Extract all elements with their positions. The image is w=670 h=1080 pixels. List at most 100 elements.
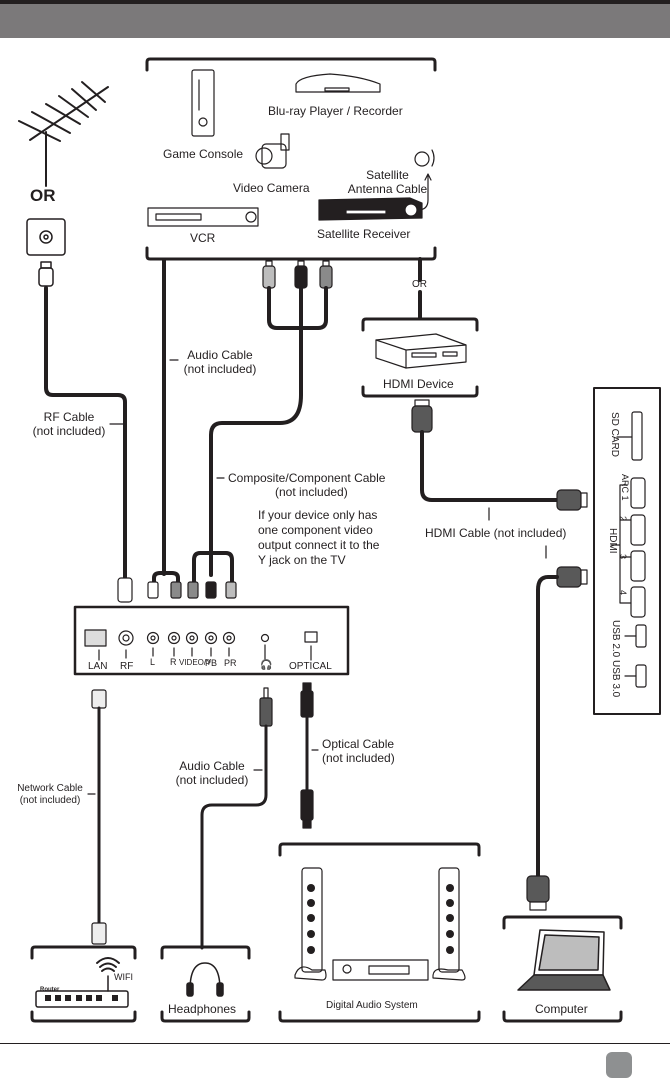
laptop-icon <box>517 929 611 991</box>
hdmi-plug-top <box>411 399 433 433</box>
hdmi-device-label: HDMI Device <box>383 377 454 391</box>
headphone-cable <box>200 724 268 950</box>
audio-cable-line1: Audio Cable <box>187 348 253 362</box>
computer-label: Computer <box>535 1002 588 1016</box>
optical-cable-label: Optical Cable (not included) <box>322 737 395 765</box>
component-note-line: output connect it to the <box>258 538 380 552</box>
headphones-icon <box>186 962 224 997</box>
hdmi-device-frame <box>361 317 479 398</box>
rf-plug-top-body <box>38 267 54 287</box>
footer-rule <box>0 1043 670 1044</box>
antenna-icon <box>18 81 109 187</box>
destination-frames <box>30 842 623 1023</box>
optical-cable-line2: (not included) <box>322 751 395 765</box>
port-rf: RF <box>120 661 134 672</box>
side-ports <box>610 411 647 688</box>
top-rule <box>0 0 670 4</box>
speaker-left-icon <box>294 867 327 981</box>
hdmi-cable <box>420 430 559 502</box>
port-optical: OPTICAL <box>289 661 332 672</box>
rf-cable <box>44 286 127 580</box>
audio2-cable-line1: Audio Cable <box>179 759 245 773</box>
computer-hdmi-cable <box>536 575 559 878</box>
rca-plugs-top <box>262 260 333 289</box>
usb2-label: USB 2.0 <box>610 620 621 658</box>
network-cable-label: Network Cable (not included) <box>12 783 88 807</box>
audio2-cable-line2: (not included) <box>175 773 249 787</box>
port-pr: PR <box>224 658 237 668</box>
composite-cable-line2: (not included) <box>275 485 348 499</box>
wall-outlet-icon <box>26 218 66 256</box>
source-devices-frame <box>145 57 437 261</box>
port-r: R <box>170 657 177 667</box>
optical-cable-line1: Optical Cable <box>322 737 395 751</box>
game-console-label: Game Console <box>163 147 244 161</box>
hdmi-plug-side-2 <box>556 566 588 588</box>
or-small-label: OR <box>412 279 427 290</box>
bluray-player-icon <box>295 73 381 93</box>
network-cable-line1: Network Cable <box>17 783 83 794</box>
component-note-line: If your device only has <box>258 508 378 522</box>
sd-card-label: SD CARD <box>609 412 620 458</box>
network-plug-bottom <box>91 922 107 945</box>
satellite-receiver-icon <box>318 197 423 221</box>
rf-plug-top <box>40 261 52 269</box>
router-icon <box>35 975 129 1008</box>
network-cable-line2: (not included) <box>19 795 81 806</box>
tv-side-panel <box>593 387 661 715</box>
hdmi-plug-computer <box>526 875 550 911</box>
satellite-receiver-label: Satellite Receiver <box>317 227 411 241</box>
bottom-plugs <box>117 577 237 603</box>
wifi-label: WIFI <box>114 972 133 982</box>
hdmi-arc1-label: ARC 1 <box>620 474 630 501</box>
hdmi-4-label: 4 <box>618 590 628 596</box>
rf-cable-line1: RF Cable <box>43 410 95 424</box>
audio-cable-split <box>152 571 180 584</box>
vcr-icon <box>147 207 259 227</box>
digital-audio-label: Digital Audio System <box>326 1000 418 1011</box>
audio-receiver-icon <box>332 959 429 981</box>
video-camera-label: Video Camera <box>233 181 310 195</box>
composite-cable <box>209 286 328 577</box>
component-note-line: one component video <box>258 523 373 537</box>
speaker-right-icon <box>432 867 466 981</box>
satellite-cable-label: Satellite Antenna Cable <box>345 168 430 196</box>
hdmi-plug-side-1 <box>556 489 588 511</box>
audio-cable-line2: (not included) <box>183 362 257 376</box>
port-video-y: VIDEO/Y <box>179 658 212 667</box>
port-pb: PB <box>205 658 218 668</box>
usb3-label: USB 3.0 <box>610 660 621 698</box>
page-number-badge <box>606 1052 632 1078</box>
satellite-cable-line2: Antenna Cable <box>347 182 428 196</box>
audio2-cable-label: Audio Cable (not included) <box>170 759 254 787</box>
tv-rear-panel <box>73 605 350 676</box>
port-lan: LAN <box>88 661 108 672</box>
hdmi-cable-label: HDMI Cable (not included) <box>425 526 567 540</box>
bluray-label: Blu-ray Player / Recorder <box>268 104 403 118</box>
section-header-bar <box>0 4 670 38</box>
hdmi-2-label: 2 <box>618 516 628 522</box>
component-note-line: Y jack on the TV <box>258 553 346 567</box>
video-camera-icon <box>255 133 290 169</box>
router-label: Router <box>40 987 60 993</box>
satellite-cable-line1: Satellite <box>366 168 409 182</box>
composite-cable-line1: Composite/Component Cable <box>228 471 386 485</box>
audio-cable-label: Audio Cable (not included) <box>178 348 262 376</box>
rf-cable-label: RF Cable (not included) <box>28 410 110 438</box>
vcr-label: VCR <box>190 231 216 245</box>
headphone-jack-plug <box>259 687 273 727</box>
port-l: L <box>150 657 156 667</box>
composite-cable-label: Composite/Component Cable (not included) <box>228 471 385 499</box>
hdmi-device-icon <box>375 333 467 369</box>
optical-plug-bottom <box>300 789 314 829</box>
wifi-icon <box>96 957 120 972</box>
hdmi-group-label: HDMI <box>607 528 618 554</box>
optical-plug-top <box>300 682 314 718</box>
component-note: If your device only has one component vi… <box>258 508 379 568</box>
antenna-or-label: OR <box>30 186 56 205</box>
rear-ports <box>84 629 318 661</box>
hdmi-3-label: 3 <box>618 554 628 560</box>
rf-cable-line2: (not included) <box>32 424 106 438</box>
headphones-label: Headphones <box>168 1002 237 1016</box>
